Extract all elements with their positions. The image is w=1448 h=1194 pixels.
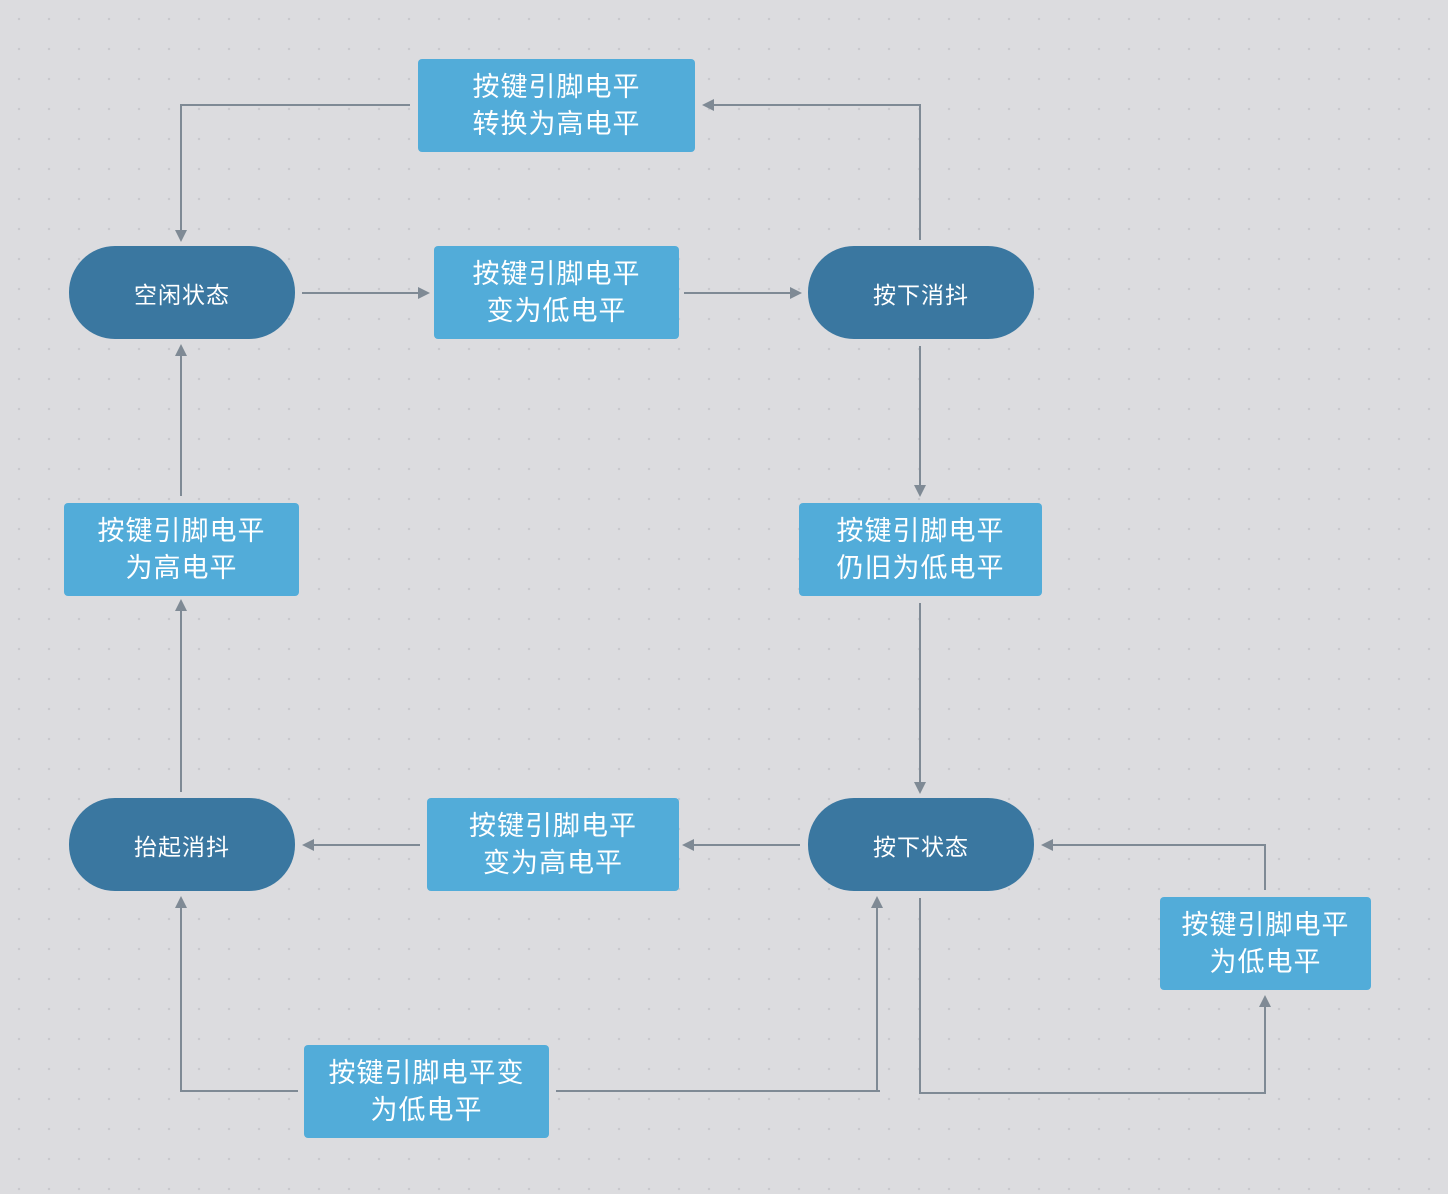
event-release-to-pressed[interactable]: 按键引脚电平变 为低电平 [304, 1045, 549, 1138]
state-idle[interactable]: 空闲状态 [69, 246, 295, 339]
event-line: 变为低电平 [486, 295, 627, 327]
edge-bottom-event-to-release-debounce [175, 896, 298, 1092]
state-release-debounce[interactable]: 抬起消抖 [69, 798, 295, 891]
event-line: 为低电平 [370, 1094, 483, 1126]
state-press-debounce-label: 按下消抖 [873, 282, 969, 309]
event-line: 按键引脚电平 [472, 71, 641, 103]
state-pressed[interactable]: 按下状态 [808, 798, 1034, 891]
event-line: 为高电平 [125, 552, 238, 584]
event-release-to-idle[interactable]: 按键引脚电平 为高电平 [64, 503, 299, 596]
event-press-debounce-to-idle[interactable]: 按键引脚电平 转换为高电平 [418, 59, 695, 152]
event-line: 仍旧为低电平 [836, 552, 1005, 584]
event-idle-to-press[interactable]: 按键引脚电平 变为低电平 [434, 246, 679, 339]
state-pressed-label: 按下状态 [873, 834, 969, 861]
edge-top-event-to-idle [175, 104, 410, 242]
event-pressed-self-loop[interactable]: 按键引脚电平 为低电平 [1160, 897, 1371, 990]
state-press-debounce[interactable]: 按下消抖 [808, 246, 1034, 339]
event-line: 按键引脚电平 [469, 810, 637, 842]
state-idle-label: 空闲状态 [134, 282, 230, 309]
event-line: 为低电平 [1209, 946, 1322, 978]
event-line: 变为高电平 [483, 847, 623, 879]
event-pressed-to-release[interactable]: 按键引脚电平 变为高电平 [427, 798, 679, 891]
event-line: 按键引脚电平 [472, 258, 641, 290]
event-line: 按键引脚电平 [836, 515, 1005, 547]
event-line: 按键引脚电平 [1181, 909, 1350, 941]
event-line: 转换为高电平 [472, 108, 641, 140]
event-line: 按键引脚电平变 [328, 1057, 525, 1089]
edge-press-debounce-to-top-event [702, 99, 921, 240]
event-press-debounce-to-pressed[interactable]: 按键引脚电平 仍旧为低电平 [799, 503, 1042, 596]
edge-pressed-to-low-event [919, 898, 1271, 1094]
event-line: 按键引脚电平 [97, 515, 266, 547]
state-release-debounce-label: 抬起消抖 [134, 834, 230, 861]
edge-low-event-to-pressed [1041, 839, 1266, 890]
